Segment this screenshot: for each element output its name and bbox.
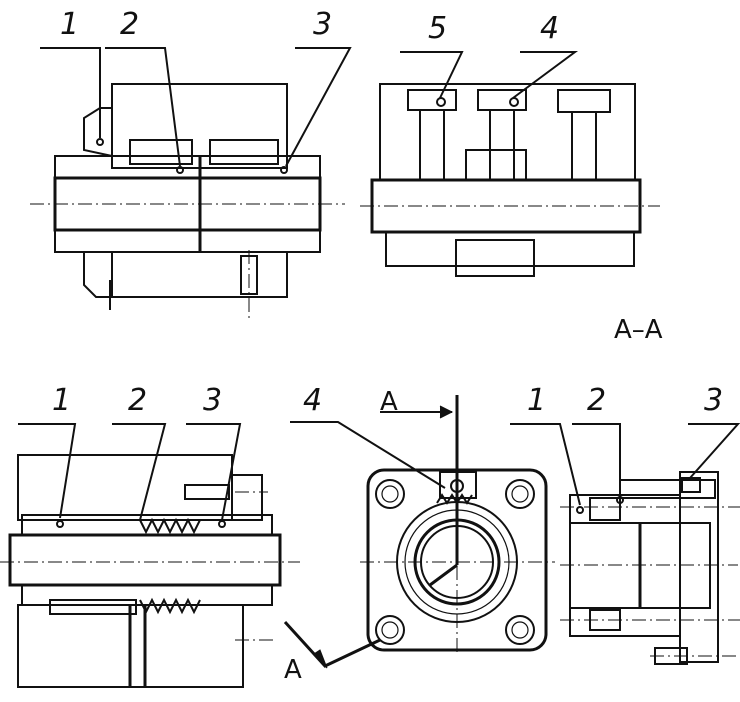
callout-3: 3 (313, 7, 332, 42)
callout-4: 4 (303, 383, 322, 418)
callout-2: 2 (120, 7, 139, 42)
view-bottom-left: 1 2 3 (0, 383, 300, 688)
callout-3: 3 (704, 383, 723, 418)
view-top-right: 5 4 (360, 11, 660, 277)
callout-1: 1 (527, 383, 546, 418)
callout-4: 4 (540, 11, 559, 46)
callout-2: 2 (587, 383, 606, 418)
callout-2: 2 (128, 383, 147, 418)
section-mark-top: A (380, 387, 398, 417)
section-mark-bottom: A (284, 655, 302, 685)
view-top-left: 1 2 3 (30, 7, 352, 318)
callout-1: 1 (60, 7, 79, 42)
callout-1: 1 (52, 383, 71, 418)
callout-5: 5 (428, 11, 447, 46)
callout-3: 3 (203, 383, 222, 418)
view-bottom-middle: 4 A A (283, 383, 555, 685)
section-title: A–A (614, 315, 663, 345)
view-bottom-right: A–A 1 2 3 (510, 315, 740, 665)
